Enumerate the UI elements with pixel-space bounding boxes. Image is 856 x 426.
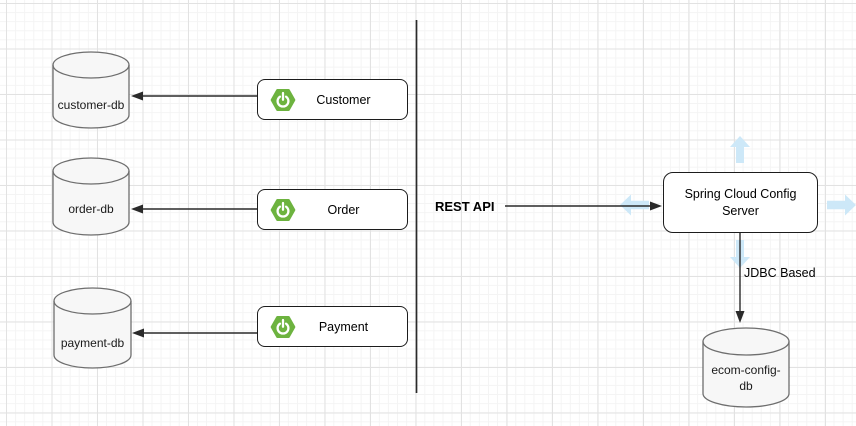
hint-arrow-left-icon[interactable] [620, 194, 649, 216]
customer-service-node[interactable]: Customer [257, 79, 408, 120]
order-db-cylinder[interactable] [52, 157, 130, 236]
service-label: Order [327, 202, 360, 217]
order-service-node[interactable]: Order [257, 189, 408, 230]
rest-api-edge[interactable] [505, 201, 662, 211]
payment-db-label: payment-db [60, 336, 125, 350]
service-label: Customer [316, 92, 371, 107]
customer-db-edge[interactable] [131, 91, 257, 101]
spring-boot-icon [270, 315, 296, 339]
customer-db-cylinder[interactable] [52, 51, 130, 129]
rest-api-edge-label: REST API [435, 199, 495, 214]
jdbc-edge-label: JDBC Based [744, 266, 816, 280]
ecom-config-db-label: ecom-config-db [711, 363, 781, 393]
ecom-config-db-cylinder[interactable] [702, 327, 790, 408]
config-server-node[interactable]: Spring Cloud Config Server [663, 172, 818, 233]
spring-boot-icon [270, 198, 296, 222]
payment-db-cylinder[interactable] [53, 287, 132, 369]
order-db-label: order-db [68, 202, 114, 216]
service-label: Payment [318, 319, 369, 334]
spring-boot-icon [270, 88, 296, 112]
jdbc-edge[interactable] [735, 233, 745, 323]
hint-arrow-right-icon[interactable] [827, 194, 856, 216]
payment-service-node[interactable]: Payment [257, 306, 408, 347]
payment-db-edge[interactable] [132, 328, 257, 338]
customer-db-label: customer-db [57, 98, 125, 112]
hint-arrow-up-icon[interactable] [730, 136, 750, 163]
config-server-label: Spring Cloud Config Server [684, 187, 797, 218]
order-db-edge[interactable] [131, 204, 257, 214]
